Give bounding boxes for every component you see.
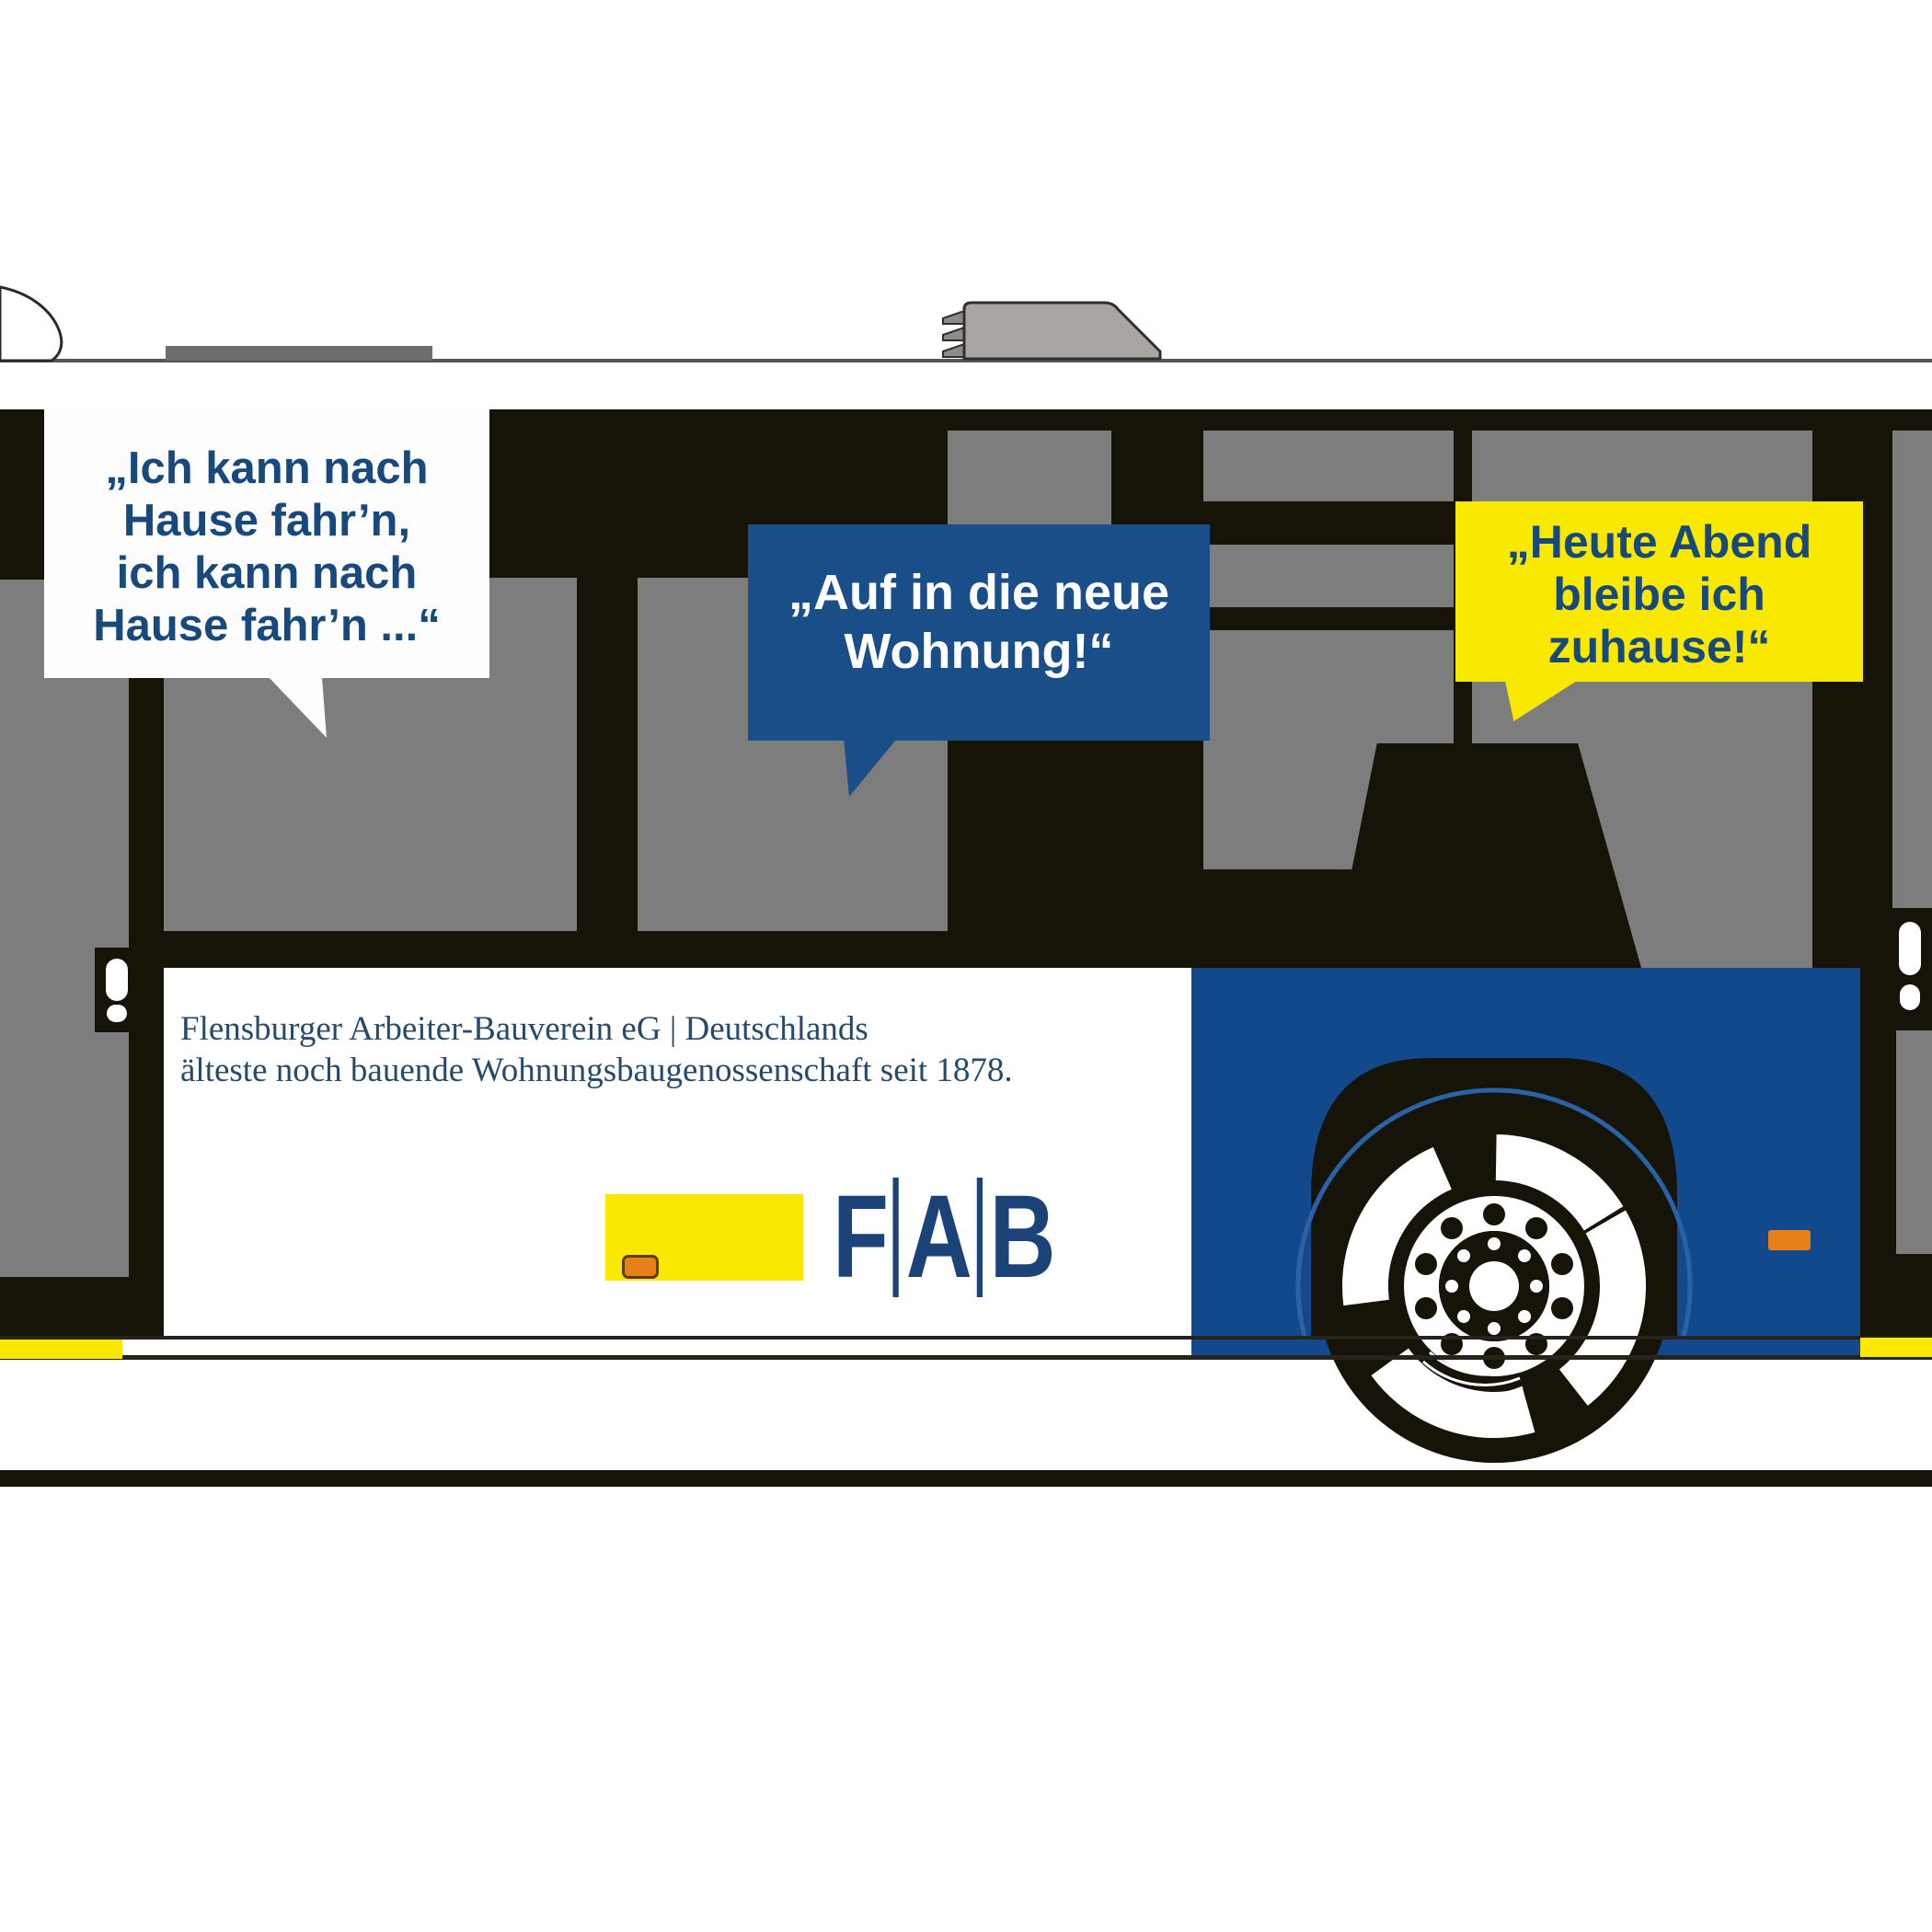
roof-front-dome (0, 285, 63, 362)
speech-line: „Ich kann nach (105, 443, 429, 493)
speech-line: Hause fahr’n, (122, 496, 411, 546)
fab-logo-divider (892, 1178, 899, 1297)
rear-door-column (1860, 409, 1932, 1337)
hub-cap (1469, 1261, 1519, 1311)
ad-slogan-line1: Flensburger Arbeiter-Bauverein eG | Deut… (180, 1010, 868, 1048)
speech-line: „Auf in die neue (788, 565, 1170, 620)
speech-line: Hause fahr’n ...“ (93, 601, 441, 650)
side-marker-light-icon (1768, 1230, 1811, 1250)
body-skirt-line (0, 1355, 1932, 1360)
reflector-icon (622, 1255, 659, 1279)
fab-logo-letter: B (989, 1171, 1056, 1303)
roof-line (0, 359, 1932, 362)
speech-line: „Heute Abend (1506, 516, 1812, 568)
door-light-box (95, 948, 164, 1032)
speech-line: bleibe ich (1553, 569, 1765, 620)
ground-line (0, 1470, 1932, 1487)
middle-door-bar (1203, 501, 1454, 545)
fab-logo: F A B (833, 1171, 1056, 1303)
rear-door-glass (1892, 431, 1932, 908)
door-marker-light-icon (1900, 984, 1920, 1010)
roof-rack (166, 346, 432, 361)
door-marker-light-icon (106, 959, 128, 1001)
ad-panel-white (164, 968, 1191, 1357)
speech-line: zuhause!“ (1547, 621, 1771, 673)
rear-door-lower-glass (1896, 1030, 1932, 1254)
door-step-yellow-strip (1860, 1338, 1932, 1357)
ad-slogan-line2: älteste noch bauende Wohnungsbaugenossen… (180, 1052, 1013, 1089)
speech-bubble-blue: „Auf in die neue Wohnung!“ (748, 524, 1210, 741)
door-step-yellow-strip (0, 1340, 122, 1359)
rear-wheel (1295, 1058, 1693, 1463)
ad-slogan: Flensburger Arbeiter-Bauverein eG | Deut… (180, 1008, 1013, 1091)
roof-ac-unit (942, 301, 1162, 361)
fab-logo-divider (976, 1178, 983, 1297)
front-door-glass (0, 580, 129, 1277)
middle-door-bar (1203, 607, 1454, 630)
front-door-column (0, 409, 164, 1337)
speech-line: ich kann nach (116, 548, 418, 598)
logo-yellow-rect (605, 1194, 803, 1281)
speech-line: Wohnung!“ (844, 624, 1114, 679)
hub-bolts (1445, 1237, 1543, 1335)
door-marker-light-icon (1899, 922, 1921, 975)
wheel-bolt-holes (1415, 1203, 1573, 1369)
speech-bubble-white: „Ich kann nach Hause fahr’n, ich kann na… (44, 409, 489, 678)
door-marker-light-icon (107, 1005, 127, 1022)
fab-logo-letter: F (833, 1171, 889, 1303)
speech-bubble-yellow: „Heute Abend bleibe ich zuhause!“ (1455, 501, 1863, 682)
body-skirt-line (0, 1336, 1932, 1340)
fab-logo-letter: A (905, 1171, 972, 1303)
